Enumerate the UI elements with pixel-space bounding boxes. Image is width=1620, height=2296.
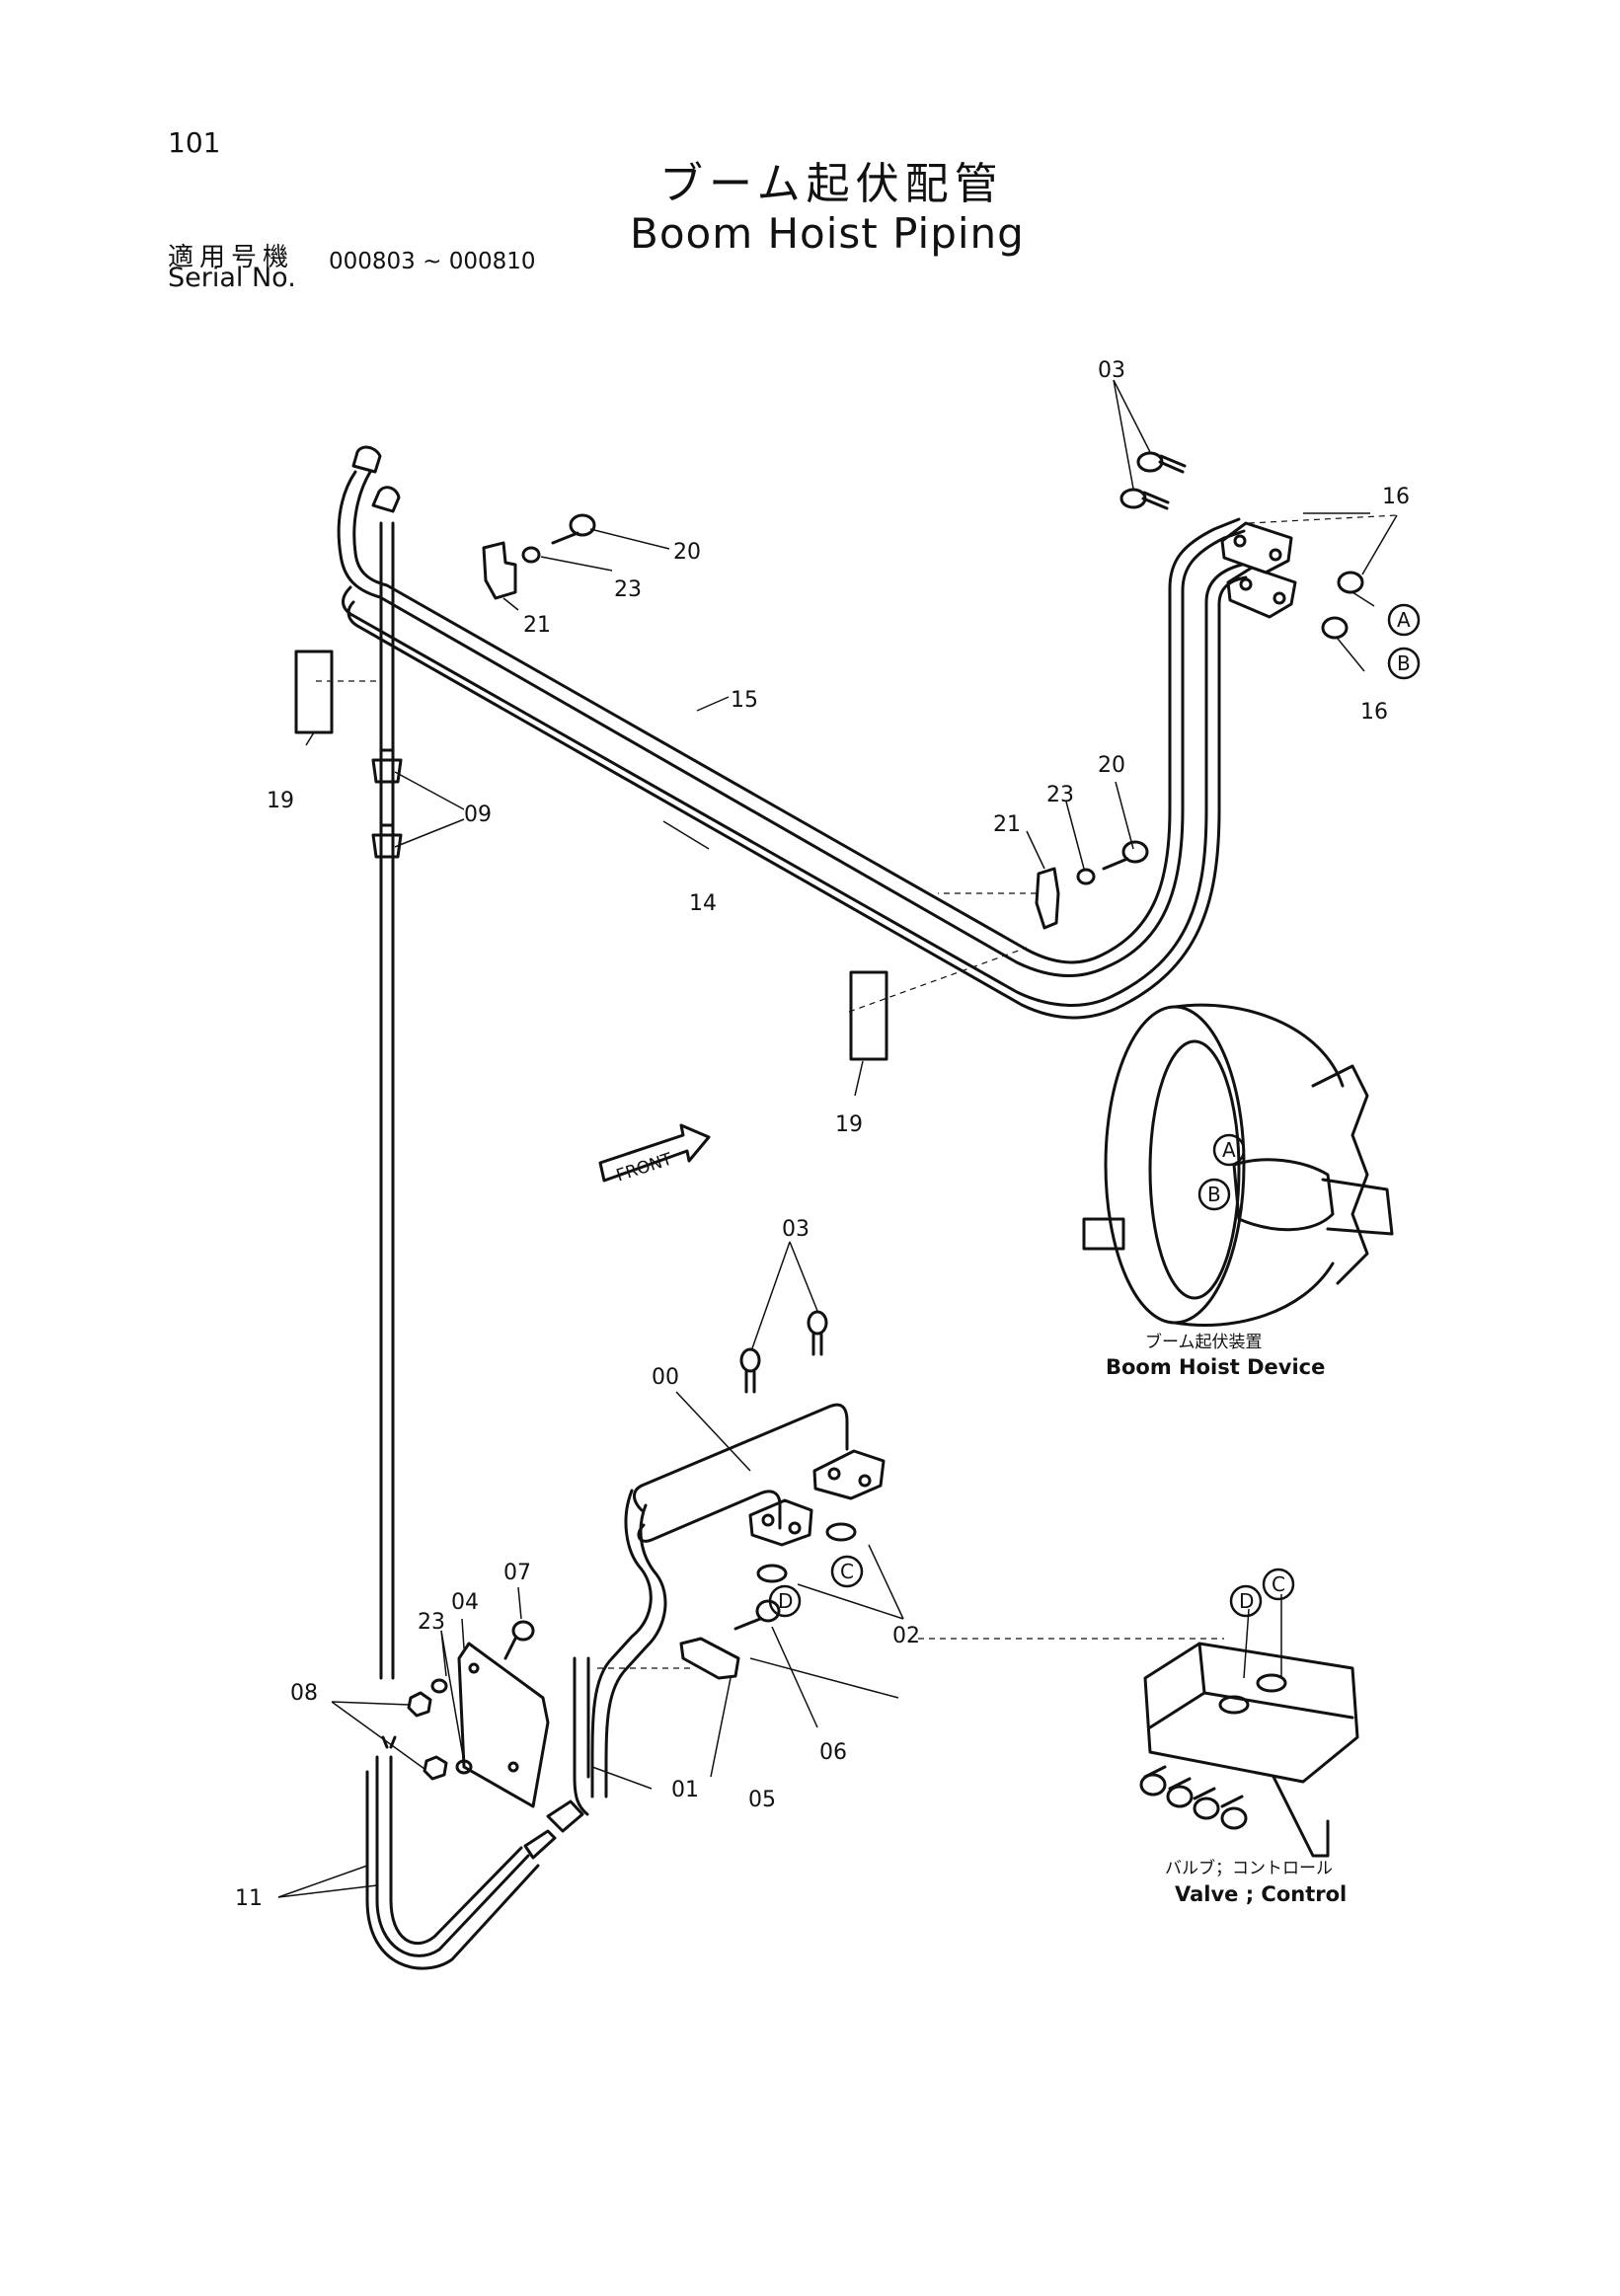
right-flange-b <box>1226 566 1297 619</box>
bracket-04 <box>457 1642 550 1808</box>
hoist-device-caption-jp: ブーム起伏装置 <box>1145 1332 1263 1352</box>
bolt-03-bottom-a <box>739 1347 761 1394</box>
valve-caption-jp: バルブ；コントロール <box>1165 1858 1333 1878</box>
port-circles <box>768 603 1421 1618</box>
callout-15: 15 <box>731 688 758 713</box>
port-c-pipe: C <box>840 1560 854 1583</box>
callout-09: 09 <box>464 803 492 827</box>
callout-20-mid: 20 <box>1098 753 1125 778</box>
serial-label-jp: 適用号機 <box>168 243 295 272</box>
leader-lines <box>277 379 1398 1898</box>
callout-03-top: 03 <box>1098 358 1125 383</box>
callout-01: 01 <box>671 1778 699 1802</box>
flange-lower-c <box>812 1449 886 1500</box>
o-ring-16-a <box>1337 571 1364 594</box>
port-b-pipe: B <box>1397 651 1411 675</box>
union-09-bottom <box>371 823 403 859</box>
pipe-00 <box>590 1403 849 1799</box>
hose-11 <box>365 1735 584 1970</box>
boom-hoist-device <box>1082 1003 1394 1327</box>
callout-23-low: 23 <box>418 1610 445 1635</box>
callout-23-mid: 23 <box>1046 783 1074 807</box>
callout-23-top: 23 <box>614 577 642 602</box>
washer-23-top <box>521 546 541 564</box>
nut-08-b <box>423 1755 448 1781</box>
callout-08: 08 <box>290 1681 318 1706</box>
union-09-top <box>371 748 403 784</box>
callout-19-left: 19 <box>267 789 294 813</box>
callout-21-mid: 21 <box>993 812 1021 837</box>
callout-19-right: 19 <box>835 1112 863 1137</box>
front-arrow-icon <box>598 1123 711 1183</box>
vertical-thin-pipe <box>379 521 395 1680</box>
page-title-jp: ブーム起伏配管 <box>659 159 1004 209</box>
control-valve <box>1139 1642 1359 1858</box>
washer-23-mid <box>1076 868 1096 885</box>
bolt-06 <box>733 1599 781 1631</box>
port-d-pipe: D <box>778 1589 793 1613</box>
callout-03-bottom: 03 <box>782 1217 810 1242</box>
serial-label-en: Serial No. <box>168 263 296 293</box>
clamp-05 <box>679 1637 740 1680</box>
flange-lower-d <box>748 1498 813 1547</box>
o-ring-16-b <box>1321 616 1349 640</box>
bolt-03-bottom-b <box>807 1310 828 1356</box>
clamp-21-mid <box>1035 867 1060 930</box>
bolt-03-top-b <box>1119 488 1170 510</box>
right-flange-a <box>1220 521 1293 574</box>
pipe-14 <box>342 563 1248 1020</box>
dashed-references <box>316 514 1398 1669</box>
port-c-valve: C <box>1272 1572 1285 1596</box>
callout-02: 02 <box>892 1624 920 1648</box>
callout-16-top: 16 <box>1382 485 1410 509</box>
port-b-device: B <box>1207 1183 1221 1206</box>
nut-08-a <box>407 1691 432 1718</box>
washer-23-low-a <box>430 1678 448 1694</box>
bolt-20-mid <box>1102 840 1149 871</box>
bolt-03-top-a <box>1136 451 1187 474</box>
page-title-en: Boom Hoist Piping <box>630 209 1025 258</box>
callout-20-top: 20 <box>673 540 701 565</box>
o-ring-02-d <box>756 1564 788 1583</box>
callout-14: 14 <box>689 891 717 916</box>
pipe-01 <box>573 1656 590 1816</box>
callout-16-bottom: 16 <box>1360 700 1388 725</box>
callout-05: 05 <box>748 1788 776 1812</box>
callout-00: 00 <box>652 1365 679 1390</box>
pipe-15 <box>337 470 1246 977</box>
callout-06: 06 <box>819 1740 847 1765</box>
port-a-device: A <box>1222 1138 1236 1162</box>
pad-19-right <box>849 970 888 1061</box>
port-d-valve: D <box>1239 1589 1254 1613</box>
hoist-device-caption-en: Boom Hoist Device <box>1106 1355 1325 1379</box>
serial-range: 000803 ~ 000810 <box>329 249 536 274</box>
callout-04: 04 <box>451 1590 479 1615</box>
o-ring-02-c <box>825 1522 857 1542</box>
valve-caption-en: Valve ; Control <box>1175 1882 1347 1906</box>
page-number: 101 <box>168 126 221 159</box>
pad-19-left <box>294 650 334 734</box>
callout-11: 11 <box>235 1886 263 1911</box>
callout-21-top: 21 <box>523 613 551 638</box>
port-a-pipe: A <box>1397 608 1411 632</box>
bolt-20-top <box>551 513 596 545</box>
bolt-07 <box>503 1620 535 1660</box>
callout-07: 07 <box>503 1561 531 1585</box>
left-elbow-fitting <box>351 445 401 513</box>
clamp-21-top <box>482 541 517 600</box>
